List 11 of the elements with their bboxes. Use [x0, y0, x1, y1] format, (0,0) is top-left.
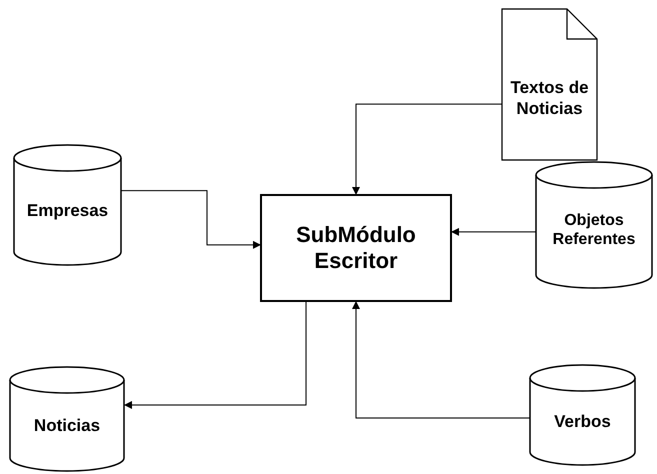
node-label: SubMódulo Escritor [295, 222, 417, 274]
arrow [352, 104, 502, 196]
node-label: Objetos Referentes [552, 210, 636, 250]
node-label: Textos de Noticias [510, 77, 590, 119]
node-label: Noticias [34, 414, 100, 436]
node-label: Empresas [26, 200, 108, 222]
arrow [124, 300, 307, 409]
arrow [120, 190, 262, 249]
arrow [352, 300, 530, 418]
arrow [450, 228, 536, 236]
node-label: Verbos [554, 410, 611, 432]
